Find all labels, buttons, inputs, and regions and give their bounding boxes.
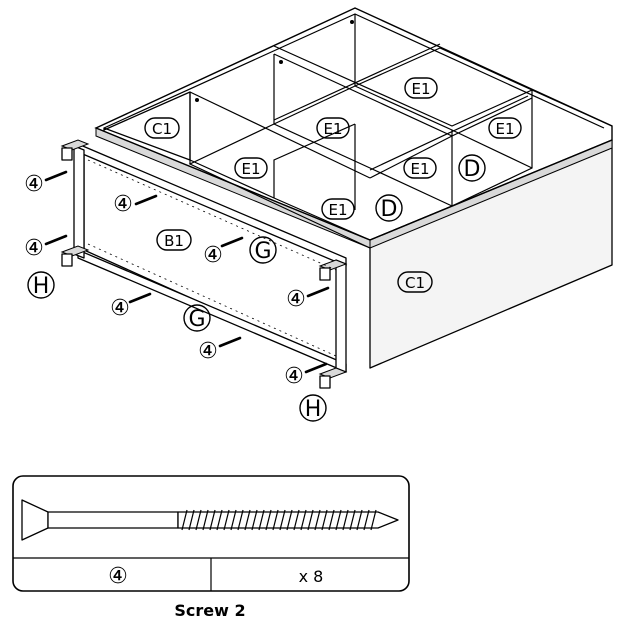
label-h: H (27, 271, 55, 299)
screw-callout: ④ (24, 172, 44, 197)
label-d: D (375, 194, 403, 222)
svg-text:E1: E1 (495, 120, 514, 138)
svg-text:H: H (33, 274, 50, 299)
svg-text:E1: E1 (241, 160, 260, 178)
hardware-box: ④ x 8 (12, 475, 410, 592)
screw-markers (44, 170, 330, 374)
label-b1: B1 (156, 229, 192, 251)
svg-text:C1: C1 (152, 120, 172, 138)
svg-text:B1: B1 (164, 232, 184, 250)
svg-text:G: G (254, 239, 271, 264)
svg-text:H: H (305, 397, 322, 422)
back-panel-frame (60, 139, 348, 389)
screw-callout: ④ (286, 287, 306, 312)
label-d: D (458, 154, 486, 182)
hardware-id: ④ (108, 564, 128, 589)
svg-text:E1: E1 (411, 80, 430, 98)
svg-text:E1: E1 (410, 160, 429, 178)
label-c1: C1 (144, 117, 180, 139)
label-c1: C1 (397, 271, 433, 293)
label-e1: E1 (321, 198, 355, 220)
screw-callout: ④ (198, 339, 218, 364)
part-labels: E1 E1 E1 E1 E1 E1 C1 C1 (27, 77, 522, 422)
cabinet-body (94, 7, 613, 369)
hardware-quantity: x 8 (299, 567, 324, 586)
label-h: H (299, 394, 327, 422)
label-e1: E1 (316, 117, 350, 139)
screw-callout: ④ (284, 364, 304, 389)
label-e1: E1 (404, 77, 438, 99)
svg-text:C1: C1 (405, 274, 425, 292)
svg-text:E1: E1 (328, 201, 347, 219)
screw-callout: ④ (24, 236, 44, 261)
label-g: G (183, 304, 211, 332)
screw-callout: ④ (113, 192, 133, 217)
svg-text:E1: E1 (323, 120, 342, 138)
screw-callouts: ④ ④ ④ ④ ④ ④ ④ ④ (24, 172, 306, 389)
label-e1: E1 (488, 117, 522, 139)
svg-text:D: D (464, 157, 481, 182)
label-e1: E1 (403, 157, 437, 179)
svg-text:G: G (188, 307, 205, 332)
screw-callout: ④ (203, 243, 223, 268)
svg-text:D: D (381, 197, 398, 222)
screw-callout: ④ (110, 296, 130, 321)
hardware-caption: Screw 2 (174, 601, 245, 620)
label-g: G (249, 236, 277, 264)
screw-illustration (21, 499, 399, 541)
label-e1: E1 (234, 157, 268, 179)
